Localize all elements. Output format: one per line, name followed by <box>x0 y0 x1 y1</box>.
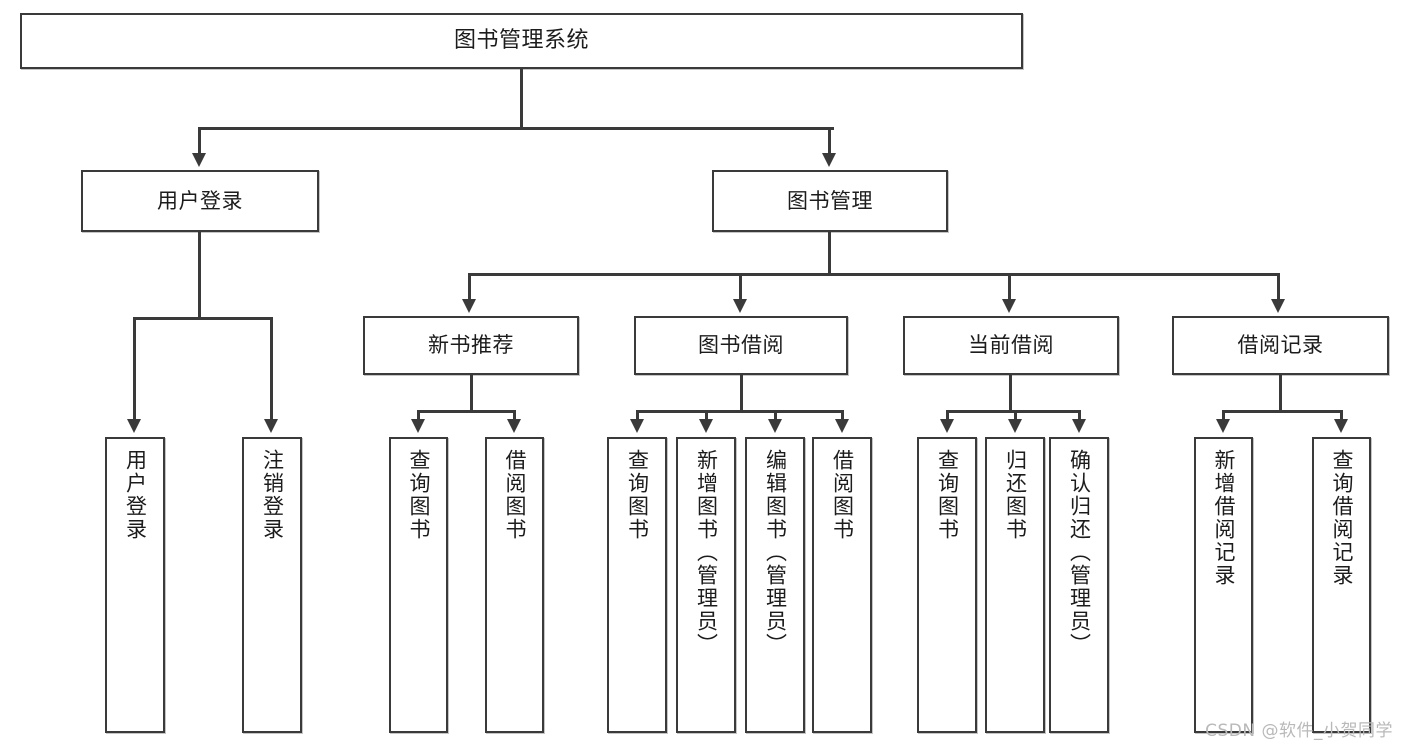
connector-new-rec-stem <box>470 375 473 411</box>
leaf-add-record[interactable]: 新增借阅记录 <box>1194 437 1253 733</box>
leaf-query-book-2[interactable]: 查询图书 <box>607 437 667 733</box>
leaf-query-book-1[interactable]: 查询图书 <box>389 437 448 733</box>
arrow-new-rec-leaf-2 <box>507 419 521 433</box>
node-label: 查询图书 <box>935 449 960 541</box>
node-label: 当前借阅 <box>968 333 1054 358</box>
connector-user-login-left-drop <box>133 317 136 421</box>
connector-user-login-bar <box>133 317 272 320</box>
connector-to-borrow <box>739 273 742 301</box>
connector-borrow-drop-2 <box>705 410 708 421</box>
leaf-borrow-book-1[interactable]: 借阅图书 <box>485 437 544 733</box>
node-current-borrow[interactable]: 当前借阅 <box>903 316 1119 375</box>
node-label: 借阅图书 <box>502 449 527 541</box>
node-label: 查询图书 <box>625 449 650 541</box>
connector-borrow-drop-1 <box>636 410 639 421</box>
connector-root-stem <box>520 69 523 128</box>
node-borrow-record[interactable]: 借阅记录 <box>1172 316 1389 375</box>
node-new-book-recommend[interactable]: 新书推荐 <box>363 316 579 375</box>
node-label: 用户登录 <box>123 449 148 541</box>
leaf-borrow-book-2[interactable]: 借阅图书 <box>812 437 872 733</box>
leaf-edit-book[interactable]: 编辑图书（管理员） <box>745 437 805 733</box>
node-label: 借阅图书 <box>830 449 855 541</box>
node-label: 新书推荐 <box>428 333 514 358</box>
leaf-query-book-3[interactable]: 查询图书 <box>917 437 977 733</box>
arrow-root-to-book-manage <box>822 153 836 167</box>
leaf-return-book[interactable]: 归还图书 <box>985 437 1045 733</box>
connector-to-new-rec <box>468 273 471 301</box>
arrow-to-new-rec <box>462 299 476 313</box>
node-label: 图书借阅 <box>698 333 784 358</box>
connector-borrow-drop-3 <box>774 410 777 421</box>
node-label: 借阅记录 <box>1237 333 1324 358</box>
arrow-borrow-leaf-2 <box>699 419 713 433</box>
node-book-manage[interactable]: 图书管理 <box>712 170 948 232</box>
connector-to-record <box>1277 273 1280 301</box>
connector-current-bar <box>946 410 1080 413</box>
arrow-record-leaf-2 <box>1334 419 1348 433</box>
connector-root-to-user-login <box>198 127 201 155</box>
arrow-to-record <box>1271 299 1285 313</box>
node-label: 新增图书（管理员） <box>694 449 719 656</box>
connector-record-stem <box>1279 375 1282 411</box>
connector-record-drop-1 <box>1222 410 1225 421</box>
connector-root-to-book-manage <box>828 127 831 155</box>
leaf-add-book[interactable]: 新增图书（管理员） <box>676 437 736 733</box>
connector-user-login-right-drop <box>270 317 273 421</box>
arrow-current-leaf-3 <box>1072 419 1086 433</box>
connector-new-rec-drop-1 <box>417 410 420 421</box>
arrow-borrow-leaf-4 <box>835 419 849 433</box>
arrow-to-current <box>1002 299 1016 313</box>
leaf-user-logout[interactable]: 注销登录 <box>242 437 302 733</box>
arrow-borrow-leaf-3 <box>768 419 782 433</box>
arrow-record-leaf-1 <box>1216 419 1230 433</box>
arrow-current-leaf-2 <box>1008 419 1022 433</box>
node-book-borrow[interactable]: 图书借阅 <box>634 316 848 375</box>
node-label: 图书管理 <box>787 188 873 213</box>
leaf-confirm-return[interactable]: 确认归还（管理员） <box>1049 437 1109 733</box>
connector-to-current <box>1008 273 1011 301</box>
connector-record-bar <box>1222 410 1343 413</box>
connector-book-manage-stem <box>828 232 831 274</box>
node-label: 新增借阅记录 <box>1211 449 1236 587</box>
arrow-user-login-leaf-2 <box>264 419 278 433</box>
arrow-to-borrow <box>733 299 747 313</box>
node-label: 查询借阅记录 <box>1329 449 1354 587</box>
arrow-user-login-leaf-1 <box>127 419 141 433</box>
node-label: 确认归还（管理员） <box>1067 449 1092 656</box>
connector-new-rec-drop-2 <box>513 410 516 421</box>
connector-current-stem <box>1009 375 1012 411</box>
connector-book-manage-bar <box>468 273 1280 276</box>
arrow-borrow-leaf-1 <box>630 419 644 433</box>
connector-root-bar <box>198 127 834 130</box>
leaf-query-record[interactable]: 查询借阅记录 <box>1312 437 1371 733</box>
connector-borrow-stem <box>740 375 743 411</box>
connector-borrow-bar <box>636 410 844 413</box>
connector-record-drop-2 <box>1340 410 1343 421</box>
node-label: 归还图书 <box>1003 449 1028 541</box>
connector-current-drop-1 <box>946 410 949 421</box>
connector-user-login-stem <box>198 232 201 318</box>
node-label: 查询图书 <box>406 449 431 541</box>
arrow-root-to-user-login <box>192 153 206 167</box>
connector-borrow-drop-4 <box>841 410 844 421</box>
node-label: 编辑图书（管理员） <box>763 449 788 656</box>
connector-current-drop-3 <box>1078 410 1081 421</box>
arrow-current-leaf-1 <box>940 419 954 433</box>
node-label: 图书管理系统 <box>453 28 589 54</box>
connector-current-drop-2 <box>1014 410 1017 421</box>
node-label: 用户登录 <box>157 188 243 213</box>
arrow-new-rec-leaf-1 <box>411 419 425 433</box>
leaf-user-login[interactable]: 用户登录 <box>105 437 165 733</box>
node-label: 注销登录 <box>260 449 285 541</box>
node-user-login[interactable]: 用户登录 <box>81 170 319 232</box>
csdn-watermark: CSDN @软件_小贺同学 <box>1205 721 1393 741</box>
connector-new-rec-bar <box>417 410 515 413</box>
node-root-system[interactable]: 图书管理系统 <box>20 13 1023 69</box>
